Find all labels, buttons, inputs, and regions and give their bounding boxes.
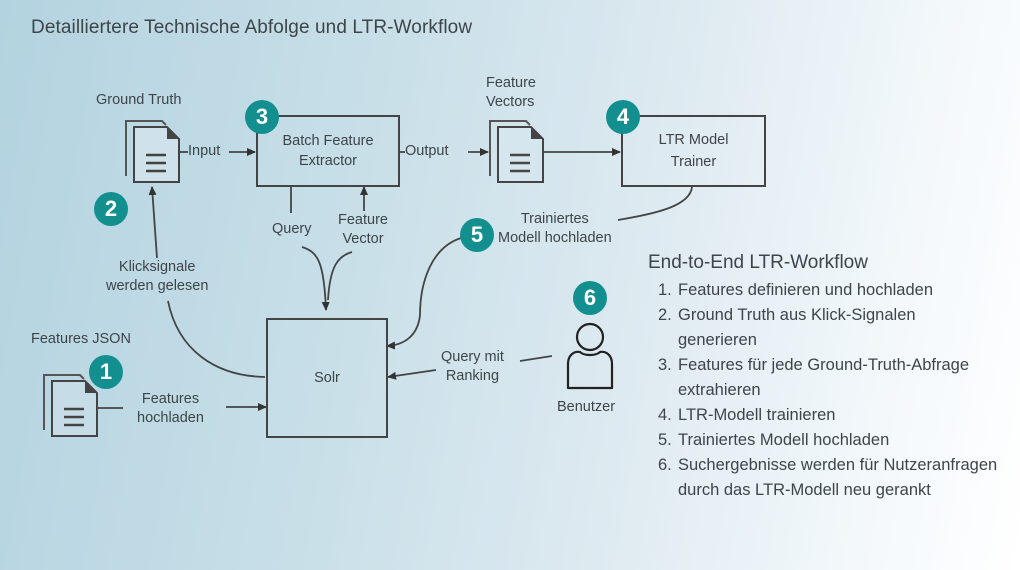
edge-label-query: Query bbox=[272, 221, 312, 237]
user-icon bbox=[566, 322, 614, 390]
edge-label-output: Output bbox=[405, 143, 449, 159]
document-icon bbox=[43, 374, 98, 437]
workflow-title: End-to-End LTR-Workflow bbox=[648, 252, 868, 273]
ltr-model-trainer-box: LTR Model Trainer bbox=[621, 115, 766, 187]
workflow-step: 2.Ground Truth aus Klick-Signalen generi… bbox=[658, 306, 916, 349]
edge-user-line bbox=[519, 355, 553, 362]
workflow-step: 6.Suchergebnisse werden für Nutzeranfrag… bbox=[658, 456, 998, 499]
feature-vectors-label: Feature Vectors bbox=[486, 75, 536, 110]
edge-trainer-down bbox=[617, 186, 693, 221]
edge-merge-right bbox=[327, 251, 353, 301]
workflow-step: 3.Features für jede Ground-Truth-Abfrage… bbox=[658, 356, 970, 399]
step-badge-6: 6 bbox=[573, 281, 607, 315]
edge-label-input: Input bbox=[188, 143, 221, 159]
edge-label-features-upload: Features hochladen bbox=[137, 391, 204, 426]
batch-feature-extractor-box: Batch Feature Extractor bbox=[256, 115, 400, 187]
document-icon bbox=[125, 120, 180, 183]
edge-query-arrow bbox=[387, 369, 437, 380]
workflow-steps: 1.Features definieren und hochladen 2.Gr… bbox=[658, 278, 1018, 503]
edge-label-feature-vector: Feature Vector bbox=[338, 212, 388, 247]
document-icon bbox=[489, 120, 544, 183]
edge-merge-left bbox=[301, 246, 330, 311]
workflow-step: 4.LTR-Modell trainieren bbox=[658, 406, 836, 424]
workflow-step: 1.Features definieren und hochladen bbox=[658, 281, 934, 299]
edge-upload-to-solr bbox=[386, 237, 462, 350]
edge-click-from-solr bbox=[167, 300, 266, 378]
step-badge-1: 1 bbox=[89, 355, 123, 389]
step-badge-2: 2 bbox=[94, 192, 128, 226]
features-json-label: Features JSON bbox=[31, 331, 131, 347]
solr-box: Solr bbox=[266, 318, 388, 438]
workflow-step: 5.Trainiertes Modell hochladen bbox=[658, 431, 890, 449]
step-badge-5: 5 bbox=[460, 218, 494, 252]
user-label: Benutzer bbox=[557, 399, 616, 415]
page-title: Detailliertere Technische Abfolge und LT… bbox=[31, 17, 473, 38]
edge-click-up bbox=[148, 186, 158, 259]
edge-label-query-ranking: Query mit Ranking bbox=[441, 349, 504, 384]
edge-label-click-signals: Klicksignale werden gelesen bbox=[106, 259, 209, 294]
ground-truth-label: Ground Truth bbox=[96, 92, 182, 108]
step-badge-3: 3 bbox=[245, 100, 279, 134]
step-badge-4: 4 bbox=[606, 100, 640, 134]
edge-label-trained-upload: Trainiertes Modell hochladen bbox=[498, 211, 612, 246]
